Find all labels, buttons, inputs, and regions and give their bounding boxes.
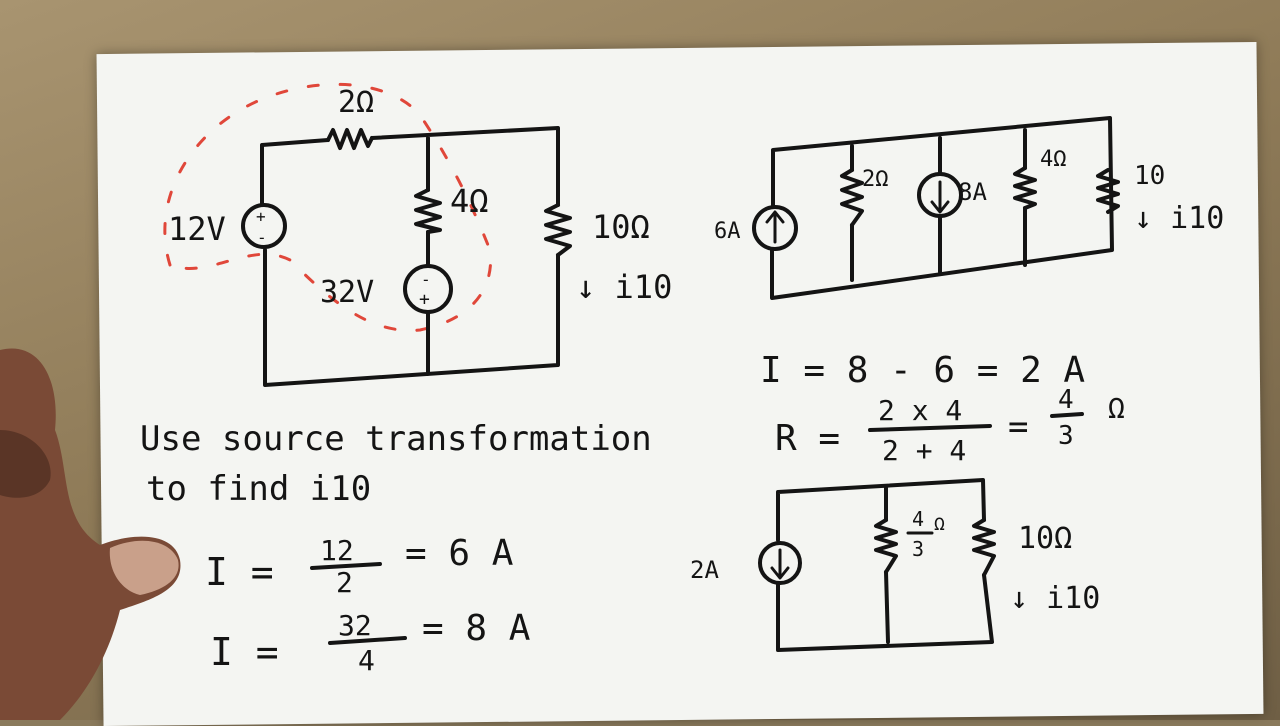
eq2-denominator: 4: [358, 644, 375, 677]
arrow-down-icon: [930, 180, 950, 214]
eq-r-denominator: 2 + 4: [882, 434, 966, 467]
arrow-down-icon: [770, 548, 790, 580]
eq-r-unit: Ω: [1108, 392, 1125, 425]
resistor-10ohm-right: [544, 203, 572, 257]
fraction-bar: [1050, 412, 1084, 418]
label-8a: 8A: [958, 178, 987, 206]
arrow-up-icon: [765, 210, 785, 244]
circuit-2: 6A 2Ω 8A 4Ω 10 ↓ i10: [714, 116, 1224, 300]
fraction-bar: [310, 562, 382, 570]
presenter-hand: [0, 348, 181, 720]
eq1-denominator: 2: [336, 566, 353, 599]
resistor-4-3ohm: [874, 518, 898, 574]
eq-r-result-num: 4: [1058, 385, 1074, 415]
current-source-6a: [752, 205, 798, 251]
voltage-source-32v: [403, 264, 453, 314]
label-3-den: 3: [912, 537, 924, 561]
resistor-10ohm: [972, 518, 996, 577]
eq-r-numerator: 2 x 4: [878, 394, 962, 427]
eq2-lhs: I =: [210, 630, 279, 674]
problem-statement: Use source transformation to find i10: [140, 419, 652, 509]
circuit-1-wires: [260, 126, 560, 387]
label-2a: 2A: [690, 556, 719, 584]
resistor-2ohm-top: [326, 128, 374, 150]
minus-icon: -: [421, 270, 431, 289]
label-i10: ↓ i10: [1010, 581, 1100, 616]
voltage-source-12v: [241, 203, 287, 249]
label-10ohm: 10Ω: [592, 208, 650, 246]
label-10ohm: 10Ω: [1018, 521, 1072, 556]
eq-r-lhs: R =: [775, 418, 840, 459]
label-10: 10: [1134, 161, 1165, 191]
label-32v: 32V: [320, 275, 374, 310]
plus-icon: +: [419, 289, 430, 310]
circuit-3-wires: [776, 478, 994, 652]
eq2-rhs: = 8 A: [422, 608, 531, 649]
label-4ohm: 4Ω: [1040, 147, 1067, 172]
resistor-4ohm-mid: [414, 188, 442, 234]
label-2ohm: 2Ω: [338, 85, 374, 120]
label-2ohm: 2Ω: [862, 167, 889, 192]
circuit-3: 2A 4 3 Ω 10Ω ↓ i10: [690, 478, 1100, 652]
label-4ohm: 4Ω: [450, 182, 489, 220]
label-ohm: Ω: [934, 514, 945, 535]
right-calculations: I = 8 - 6 = 2 A R = 2 x 4 2 + 4 = 4 3 Ω: [760, 350, 1125, 467]
label-i10: ↓ i10: [1134, 201, 1224, 236]
plus-icon: +: [256, 207, 266, 226]
resistor-2ohm: [840, 168, 864, 227]
fraction-bar: [868, 424, 992, 432]
red-loop-annotation: [163, 82, 493, 332]
problem-line-1: Use source transformation: [140, 419, 652, 459]
eq-r-result-den: 3: [1058, 421, 1074, 451]
eq1-lhs: I =: [205, 550, 274, 594]
resistor-10ohm: [1096, 168, 1120, 214]
fraction-bar: [328, 636, 407, 645]
resistor-4ohm: [1013, 166, 1037, 210]
minus-icon: -: [257, 228, 267, 247]
circuit-1: + - - + 2Ω 12V 4Ω 32V 10Ω ↓ i10: [163, 82, 672, 387]
left-calculations: I = 12 2 = 6 A I = 32 4 = 8 A: [205, 533, 531, 677]
eq1-rhs: = 6 A: [405, 533, 514, 574]
eq1-numerator: 12: [320, 534, 354, 567]
current-source-2a: [758, 541, 802, 585]
eq2-numerator: 32: [338, 609, 372, 642]
label-12v: 12V: [168, 210, 226, 248]
current-equation: I = 8 - 6 = 2 A: [760, 350, 1085, 391]
label-6a: 6A: [714, 219, 741, 244]
eq-r-equals: =: [1008, 407, 1028, 447]
label-4-num: 4: [912, 507, 924, 531]
current-source-8a: [917, 172, 963, 218]
label-i10: ↓ i10: [576, 268, 672, 306]
problem-line-2: to find i10: [146, 469, 371, 509]
